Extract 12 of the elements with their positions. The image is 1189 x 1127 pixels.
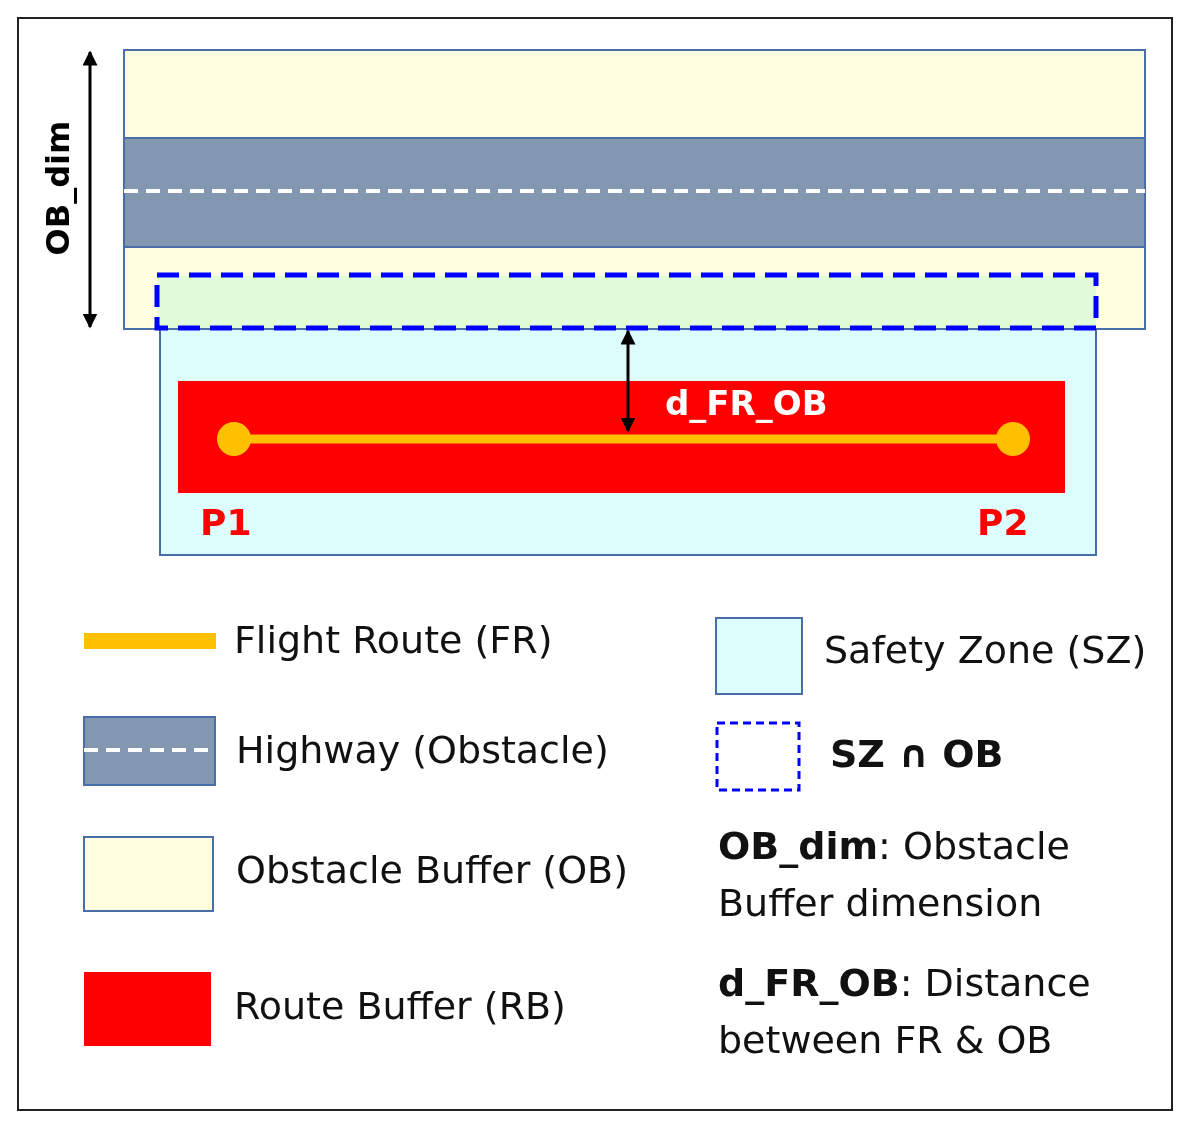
legend-label: Route Buffer (RB) [234,984,566,1028]
note-text: OB_dim: Obstacle Buffer dimension [718,823,1071,927]
legend-label: Safety Zone (SZ) [824,628,1147,672]
legend-label: Flight Route (FR) [234,618,553,662]
point-label: P2 [977,502,1029,543]
legend-label: Highway (Obstacle) [236,728,609,772]
note-text: d_FR_OB: Distance between FR & OB [718,960,1092,1064]
dimension-label: OB_dim [39,120,77,256]
legend-label: Obstacle Buffer (OB) [236,848,628,892]
point-label: P1 [200,502,252,543]
dimension-label: d_FR_OB [665,383,828,423]
legend-label: SZ ∩ OB [830,732,1004,776]
